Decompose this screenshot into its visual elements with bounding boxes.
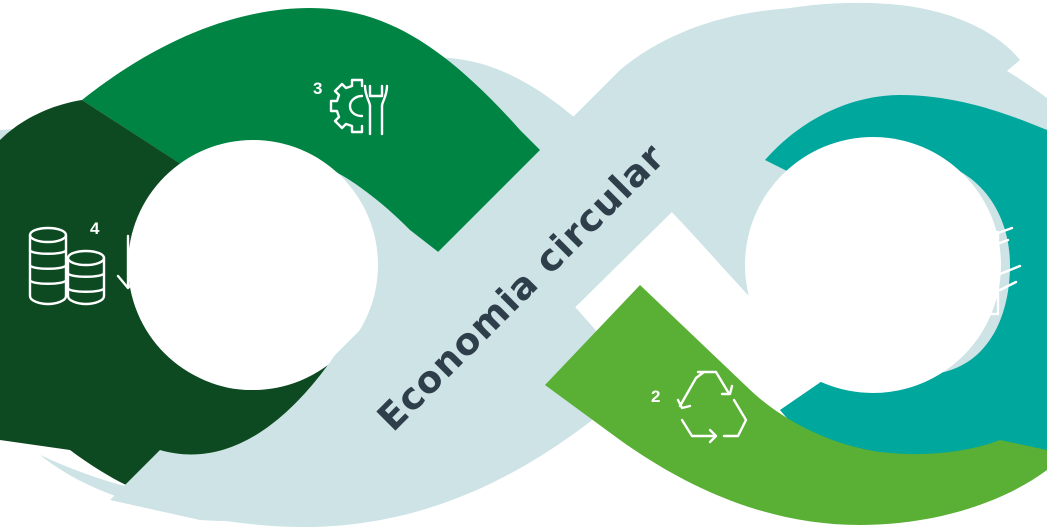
gear-wrench-icon bbox=[329, 78, 389, 136]
coins-down-icon bbox=[28, 226, 140, 306]
step-4-group: 4 bbox=[28, 219, 140, 306]
step-4-number: 4 bbox=[90, 219, 100, 238]
step-1-number: 1 bbox=[929, 231, 938, 250]
step-3-group: 3 bbox=[313, 78, 389, 136]
step-1-group: 1 bbox=[929, 226, 1022, 316]
left-loop-hole bbox=[128, 140, 378, 390]
infinity-crossing-band bbox=[110, 7, 1010, 522]
right-loop-hole bbox=[745, 137, 1001, 393]
band-left-lower bbox=[40, 290, 640, 528]
printer-icon bbox=[946, 226, 1022, 316]
step-2-number: 2 bbox=[651, 387, 660, 406]
recycle-icon bbox=[676, 370, 748, 444]
step-3-number: 3 bbox=[313, 79, 322, 98]
segment-step-2 bbox=[545, 285, 1047, 525]
step-2-group: 2 bbox=[651, 370, 748, 444]
